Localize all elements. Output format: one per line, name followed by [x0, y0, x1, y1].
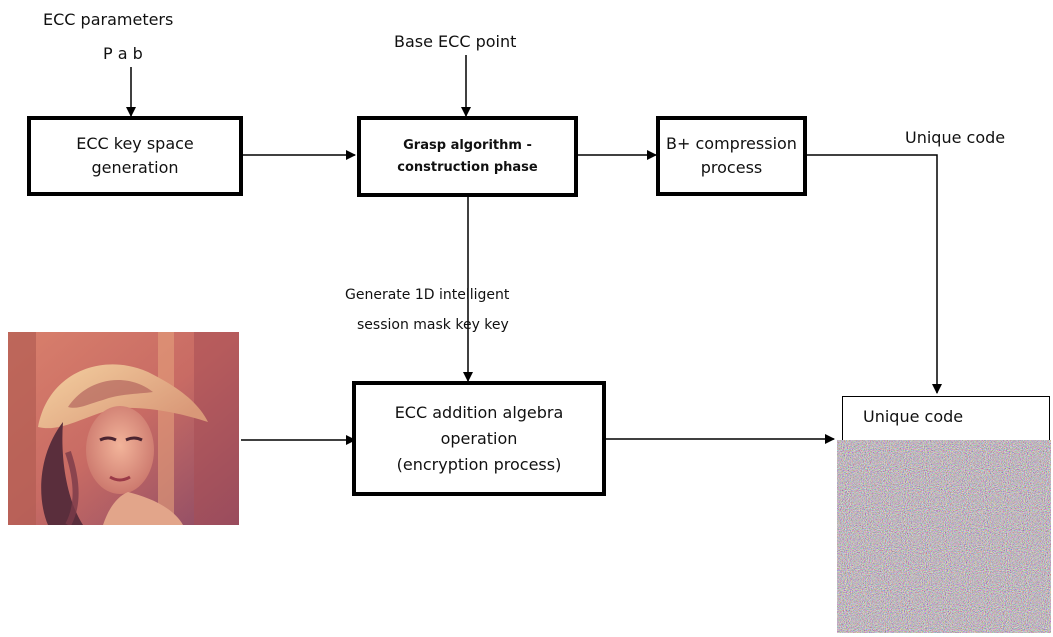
- grasp-algorithm-box: Grasp algorithm - construction phase: [357, 116, 578, 197]
- portrait-photo-icon: [8, 332, 239, 525]
- ecc-addition-box: ECC addition algebra operation (encrypti…: [352, 381, 606, 496]
- unique-code-output-box: Unique code: [842, 396, 1050, 440]
- mask-key-label-line1: Generate 1D intelligent: [345, 287, 510, 303]
- b-plus-compression-line2: process: [700, 158, 763, 177]
- ecc-key-space-box: ECC key space generation: [27, 116, 243, 196]
- grasp-algorithm-line2: construction phase: [397, 159, 538, 175]
- input-portrait-image: [8, 332, 239, 525]
- b-plus-compression-box: B+ compression process: [656, 116, 807, 196]
- ecc-addition-line1: ECC addition algebra: [394, 402, 564, 422]
- grasp-algorithm-line1: Grasp algorithm -: [403, 137, 532, 153]
- ecc-addition-line2: operation: [440, 428, 518, 448]
- b-plus-compression-line1: B+ compression: [666, 134, 797, 153]
- ecc-parameters-label: ECC parameters: [43, 10, 174, 29]
- ecc-addition-line3: (encryption process): [396, 454, 562, 474]
- arrow-compression-to-unique: [807, 154, 942, 394]
- ecc-key-space-line1: ECC key space: [76, 134, 194, 153]
- noise-image-icon: [837, 440, 1051, 633]
- mask-key-label-line2: session mask key key: [357, 317, 509, 333]
- encrypted-output-image: [837, 440, 1051, 633]
- ecc-key-space-line2: generation: [91, 158, 179, 177]
- ecc-parameters-values: P a b: [103, 44, 143, 63]
- unique-code-label: Unique code: [905, 128, 1006, 147]
- base-ecc-point-label: Base ECC point: [394, 32, 517, 51]
